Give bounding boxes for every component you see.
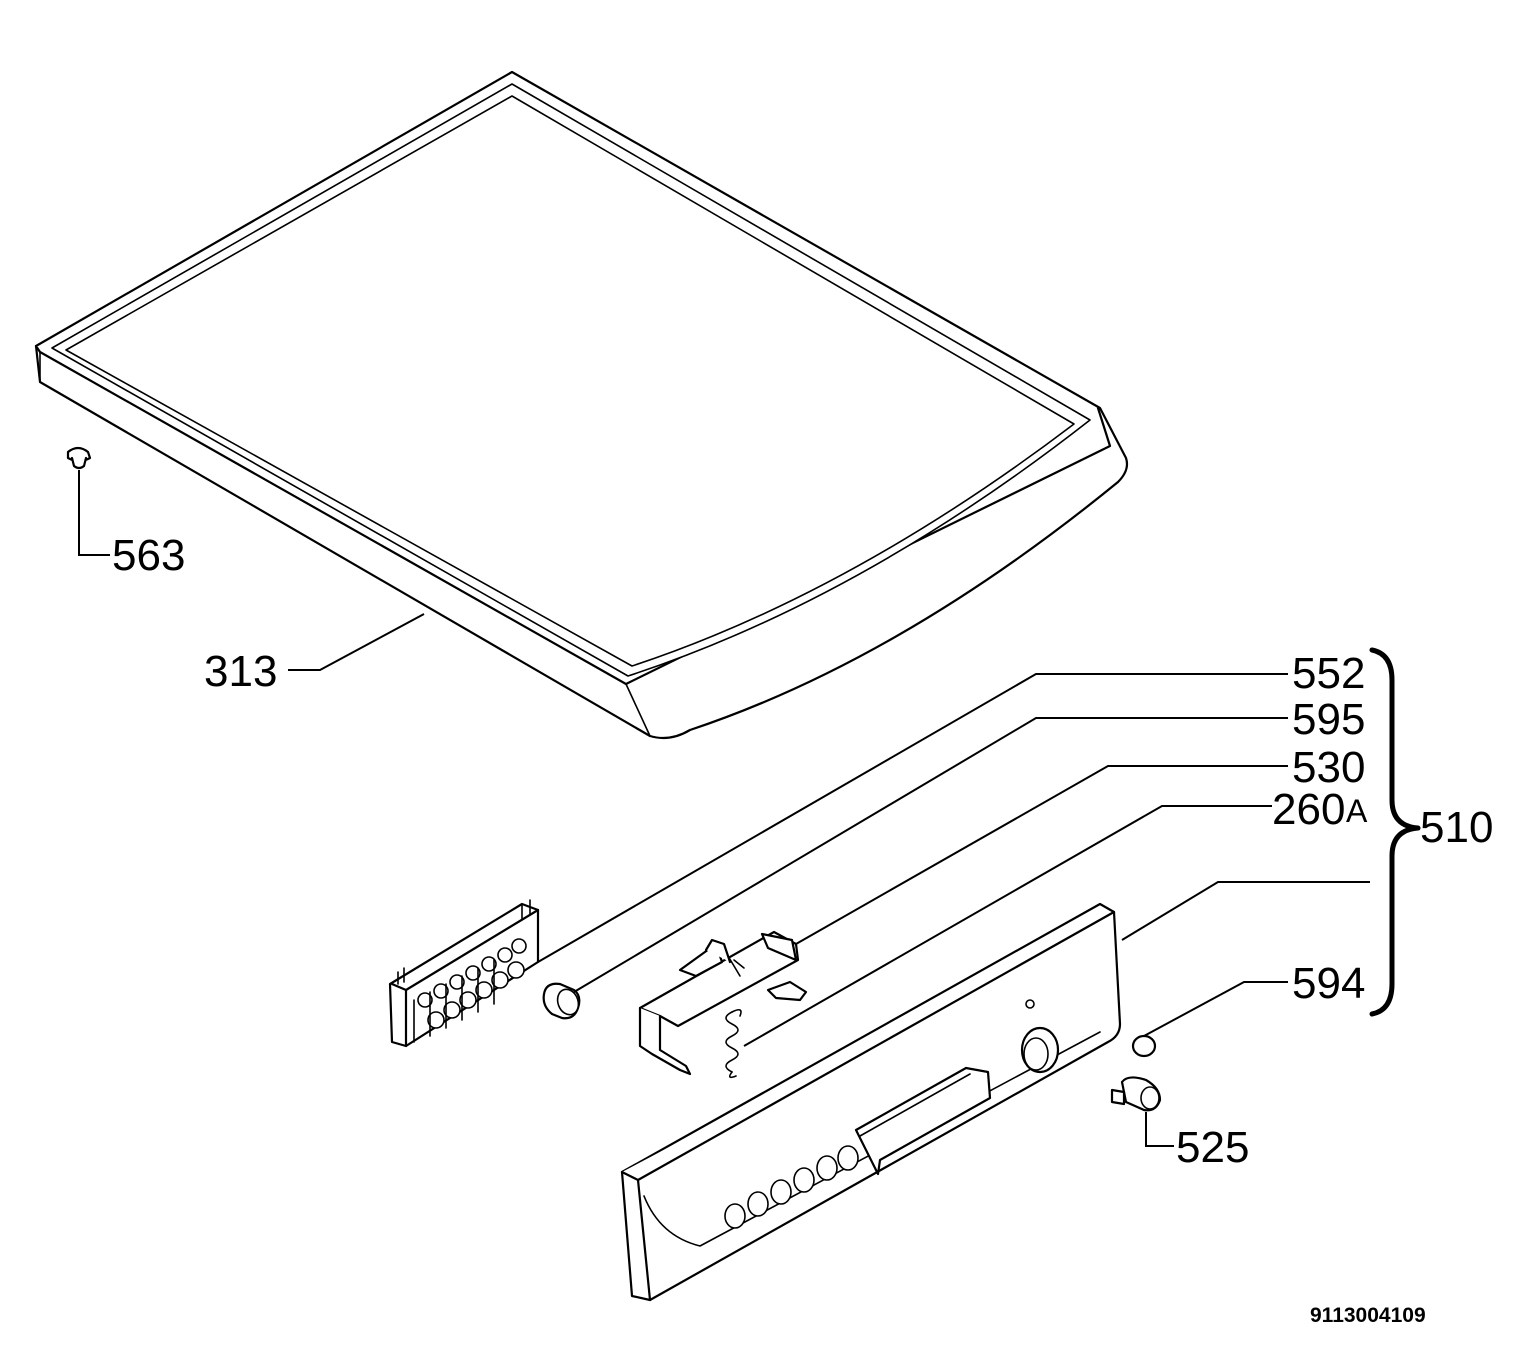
document-number: 9113004109 (1310, 1304, 1426, 1327)
label-530: 530 (1292, 743, 1365, 792)
leader-530 (795, 765, 1288, 945)
leader-552 (537, 673, 1288, 963)
program-knob (1020, 999, 1060, 1074)
leader-260a (743, 805, 1272, 1047)
switch-knobs (413, 938, 527, 1043)
leader-525 (1145, 1112, 1174, 1147)
part-594-cap (1131, 1034, 1157, 1058)
group-brace-510 (1369, 647, 1421, 1017)
label-525: 525 (1176, 1123, 1249, 1172)
label-594: 594 (1292, 959, 1365, 1008)
label-552: 552 (1292, 649, 1365, 698)
leader-594 (1143, 981, 1288, 1037)
display-window (854, 1066, 992, 1176)
leader-510-panel (1121, 881, 1370, 941)
part-595-bushing (542, 982, 581, 1020)
label-260a-suffix: A (1346, 793, 1368, 829)
part-510-control-panel (620, 902, 1122, 1302)
leader-313 (288, 613, 425, 671)
leader-595 (573, 717, 1288, 993)
part-563-plug (66, 446, 92, 470)
leader-563 (78, 470, 110, 556)
part-525-indicator-light (1110, 1076, 1162, 1112)
label-313: 313 (204, 647, 277, 696)
label-260a-number: 260 (1272, 785, 1345, 834)
part-313-top-cover (34, 70, 1129, 740)
part-552-switch-block (388, 899, 540, 1048)
label-595: 595 (1292, 695, 1365, 744)
part-530-latch (638, 930, 808, 1079)
label-563: 563 (112, 531, 185, 580)
spring (725, 1008, 742, 1079)
label-510: 510 (1420, 803, 1493, 852)
panel-buttons (724, 1145, 859, 1229)
part-labels: 563 313 552 595 530 260 A 510 594 525 (112, 531, 1493, 1172)
leader-lines (78, 470, 1370, 1147)
